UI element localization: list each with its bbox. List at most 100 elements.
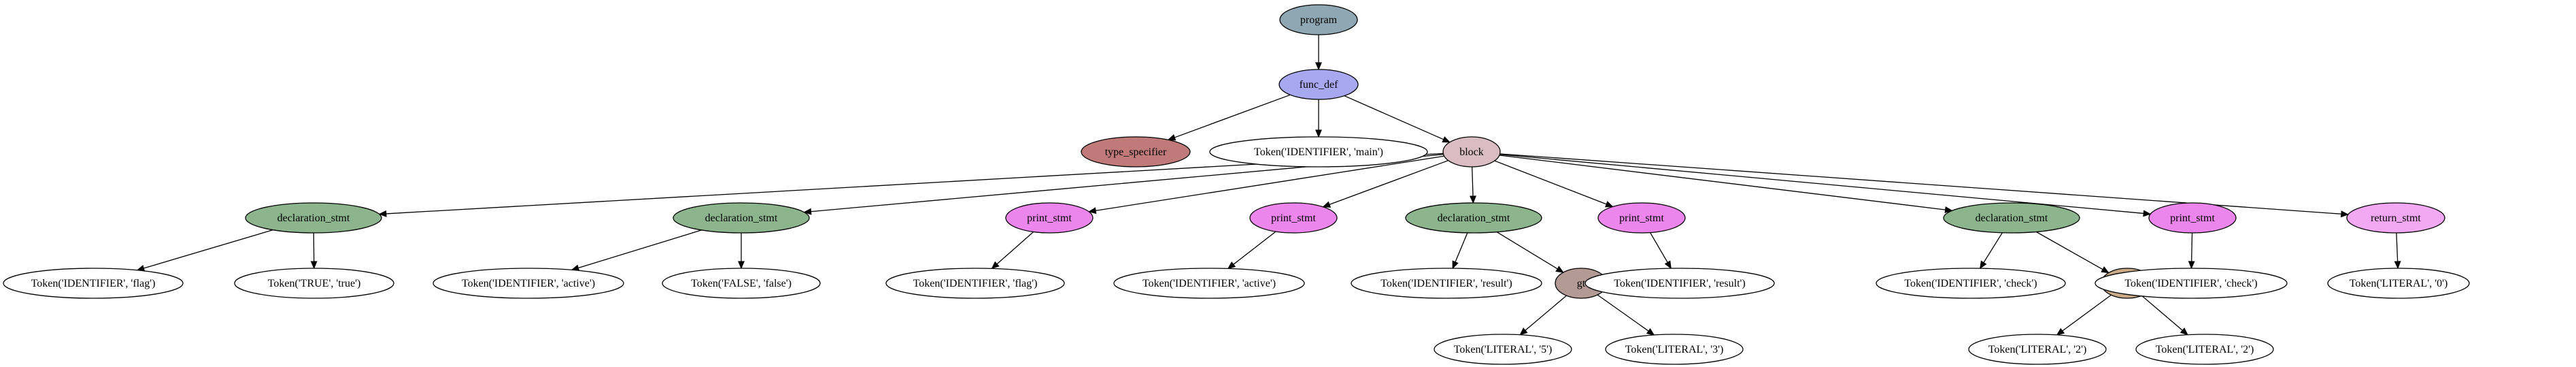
node-token-identifier-check: Token('IDENTIFIER', 'check') — [1876, 268, 2066, 299]
edge-line — [143, 229, 273, 269]
edge-line — [2062, 294, 2112, 332]
node-label: Token('LITERAL', '2') — [2156, 344, 2254, 355]
arrow-head — [310, 261, 318, 270]
node-ellipse — [1605, 334, 1744, 365]
node-ellipse — [1876, 268, 2066, 299]
node-label: print_stmt — [1027, 212, 1072, 224]
node-ellipse — [1209, 136, 1428, 167]
node-ellipse — [1434, 334, 1572, 365]
arrow-head — [1944, 206, 1953, 213]
edge-line — [1597, 294, 1649, 332]
arrow-head — [1979, 260, 1987, 270]
arrow-head — [1470, 195, 1476, 204]
arrow-head — [1664, 260, 1672, 270]
node-ellipse — [1442, 136, 1501, 167]
node-print-stmt: print_stmt — [1005, 202, 1094, 234]
edge-n5-n15 — [310, 232, 318, 270]
arrow-head — [1452, 260, 1459, 270]
arrow-head — [1315, 62, 1322, 71]
node-label: Token('LITERAL', '0') — [2350, 278, 2448, 289]
edge-n11-n24 — [2035, 231, 2109, 274]
node-token-identifier-check: Token('IDENTIFIER', 'check') — [2095, 268, 2288, 299]
node-ellipse — [673, 202, 810, 234]
node-label: gt — [1577, 278, 1586, 289]
node-ellipse — [1351, 268, 1542, 299]
node-declaration-stmt: declaration_stmt — [673, 202, 810, 234]
node-label: declaration_stmt — [277, 212, 350, 224]
arrow-head — [1519, 328, 1528, 336]
node-token-literal-2: Token('LITERAL', '2') — [1968, 334, 2107, 365]
node-label: Token('IDENTIFIER', 'active') — [1142, 278, 1276, 289]
node-ellipse — [885, 268, 1065, 299]
node-label: declaration_stmt — [705, 212, 778, 224]
edge-line — [1983, 232, 2003, 263]
node-ellipse — [1943, 202, 2080, 234]
node-label: Token('IDENTIFIER', 'check') — [1904, 278, 2037, 289]
node-label: block — [1459, 146, 1484, 158]
edge-line — [1472, 166, 1474, 197]
edge-n1-n2 — [1167, 94, 1291, 141]
arrow-head — [2188, 261, 2195, 270]
node-ellipse — [1279, 4, 1358, 35]
edge-n24-n30 — [2141, 295, 2188, 336]
node-ellipse — [1597, 202, 1686, 234]
node-label: func_def — [1300, 79, 1339, 91]
node-label: Token('TRUE', 'true') — [268, 278, 361, 289]
arrow-head — [2180, 328, 2188, 336]
node-type-specifier: type_specifier — [1081, 136, 1191, 167]
arrow-head — [1604, 201, 1614, 208]
node-ellipse — [1249, 202, 1338, 234]
node-label: Token('LITERAL', '3') — [1625, 344, 1724, 355]
arrow-head — [1087, 207, 1097, 214]
node-token-identifier-active: Token('IDENTIFIER', 'active') — [1113, 268, 1305, 299]
arrow-head — [1442, 136, 1451, 143]
edge-n10-n22 — [1650, 232, 1672, 270]
arrow-head — [1555, 266, 1564, 273]
edge-line — [1233, 231, 1276, 265]
edge-n4-n7 — [1087, 155, 1444, 214]
arrow-head — [803, 208, 812, 215]
arrow-head — [2056, 328, 2065, 336]
node-label: Token('IDENTIFIER', 'result') — [1380, 278, 1512, 289]
node-program: program — [1279, 4, 1358, 35]
node-label: Token('IDENTIFIER', 'flag') — [913, 278, 1038, 289]
node-ellipse — [234, 268, 394, 299]
node-ellipse — [2095, 268, 2288, 299]
edge-line — [578, 229, 702, 269]
node-print-stmt: print_stmt — [1249, 202, 1338, 234]
arrow-head — [2341, 210, 2350, 218]
node-ellipse — [2346, 202, 2445, 234]
edge-line — [1455, 232, 1468, 263]
edge-n12-n25 — [2188, 232, 2195, 270]
edge-n0-n1 — [1315, 35, 1322, 71]
arrow-head — [738, 261, 745, 270]
edge-n6-n17 — [738, 233, 745, 270]
arrow-head — [1322, 201, 1332, 208]
node-label: declaration_stmt — [1976, 212, 2048, 224]
node-ellipse — [2327, 268, 2470, 299]
arrow-head — [1646, 328, 1655, 336]
edge-n4-n11 — [1499, 155, 1953, 213]
edge-line — [1499, 154, 2144, 214]
edge-n11-n23 — [1979, 232, 2003, 270]
node-print-stmt: print_stmt — [1597, 202, 1686, 234]
node-label: program — [1300, 14, 1338, 26]
arrow-head — [1227, 261, 1236, 270]
edge-line — [2396, 232, 2399, 262]
node-ellipse — [1968, 334, 2107, 365]
edge-n7-n18 — [991, 232, 1034, 270]
node-token-literal-3: Token('LITERAL', '3') — [1605, 334, 1744, 365]
arrow-head — [378, 210, 387, 217]
edge-line — [1496, 232, 1558, 270]
node-ellipse — [1278, 69, 1359, 100]
node-return-stmt: return_stmt — [2346, 202, 2445, 234]
edge-n8-n19 — [1227, 231, 1276, 270]
node-ellipse — [662, 268, 821, 299]
node-gt: gt — [1555, 268, 1608, 299]
arrow-head — [2101, 266, 2109, 274]
node-token-literal-0: Token('LITERAL', '0') — [2327, 268, 2470, 299]
node-ellipse — [1081, 136, 1191, 167]
node-token-literal-2: Token('LITERAL', '2') — [2135, 334, 2274, 365]
node-label: Token('IDENTIFIER', 'check') — [2124, 278, 2257, 289]
